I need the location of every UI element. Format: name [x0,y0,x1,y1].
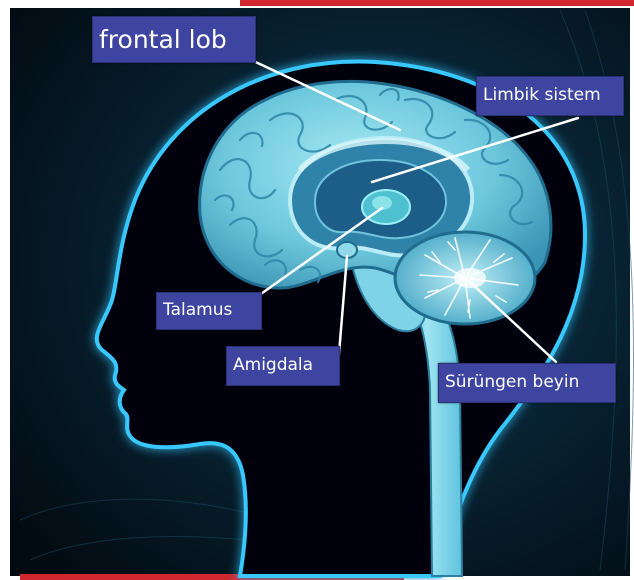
label-surungen-beyin-text: Sürüngen beyin [439,364,615,391]
label-limbik-sistem-text: Limbik sistem [477,77,623,104]
label-amigdala-text: Amigdala [227,347,339,374]
cerebellum [395,232,535,324]
label-talamus: Talamus [156,292,262,330]
label-amigdala: Amigdala [226,346,340,386]
top-accent-bar [240,0,634,6]
label-limbik-sistem: Limbik sistem [476,76,624,116]
label-frontal-lob: frontal lob [92,16,256,63]
label-talamus-text: Talamus [157,293,261,319]
label-surungen-beyin: Sürüngen beyin [438,363,616,403]
label-frontal-lob-text: frontal lob [93,17,255,52]
